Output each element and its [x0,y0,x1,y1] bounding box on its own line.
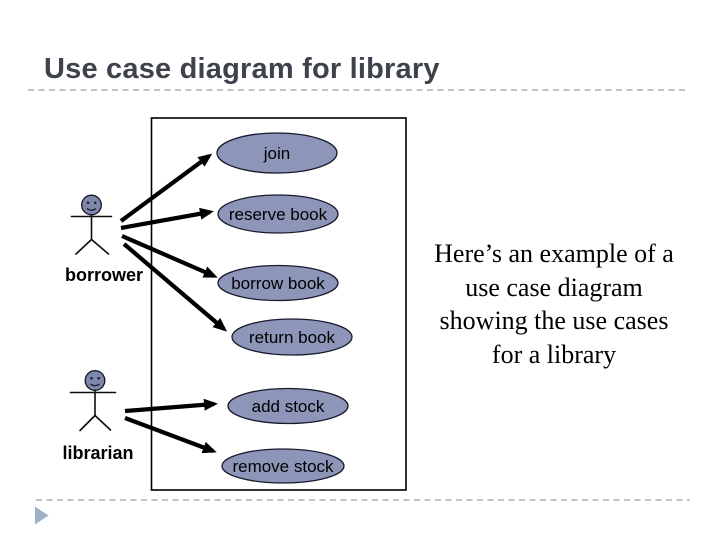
figure-mouth [90,383,100,387]
use-case-remove-stock: remove stock [221,448,345,484]
use-case-ellipse [221,448,345,484]
use-case-label: return book [249,328,335,347]
note-line: use case diagram [465,272,643,302]
figure-head [81,194,102,216]
figure-eye [97,377,100,380]
use-case-reserve-book: reserve book [217,194,339,234]
use-case-label: reserve book [229,205,328,224]
figure-mouth [86,208,97,211]
use-case-return-book: return book [231,318,353,356]
stick-figure-icon [70,194,113,255]
slide-title: Use case diagram for library [44,53,440,85]
use-case-label: remove stock [232,457,334,476]
figure-left-leg [79,414,96,432]
stick-figure-icon [69,370,117,432]
actor-label: borrower [65,265,143,285]
figure-eye [93,201,97,205]
figure-eye [86,201,90,205]
use-case-label: borrow book [231,274,325,293]
figure-left-leg [75,238,93,255]
figure-head [84,370,106,391]
use-case-label: add stock [252,397,325,416]
use-case-label: join [263,144,290,163]
actor-label: librarian [62,443,133,463]
arrow-borrower-reserve-book [120,207,214,231]
figure-right-leg [90,238,110,255]
use-case-join: join [216,132,338,174]
note-line: for a library [491,339,617,369]
arrow-librarian-add-stock [124,398,218,414]
association-arrows [119,153,228,454]
actor-librarian: librarian [62,370,134,463]
arrow-borrower-return-book [122,242,228,332]
arrow-borrower-join [119,153,213,223]
system-boundary-box [150,117,407,491]
figure-eye [90,377,93,380]
arrow-borrower-borrow-book [121,234,218,278]
use-case-ellipse [227,387,349,425]
use-case-ellipse [217,194,339,234]
use-case-borrow-book: borrow book [217,264,339,302]
use-case-ellipse [231,318,353,356]
use-case-ellipse [217,264,339,302]
figure-right-leg [94,414,112,431]
actor-borrower: borrower [65,194,143,285]
note-line: showing the use cases [439,306,669,335]
note-text: Here’s an example of a use case diagram … [404,237,704,371]
use-case-ellipse [216,132,338,174]
arrow-librarian-remove-stock [124,416,217,454]
footer-triangle-icon [35,506,49,525]
use-case-add-stock: add stock [227,387,349,425]
note-line: Here’s an example of a [434,239,674,268]
